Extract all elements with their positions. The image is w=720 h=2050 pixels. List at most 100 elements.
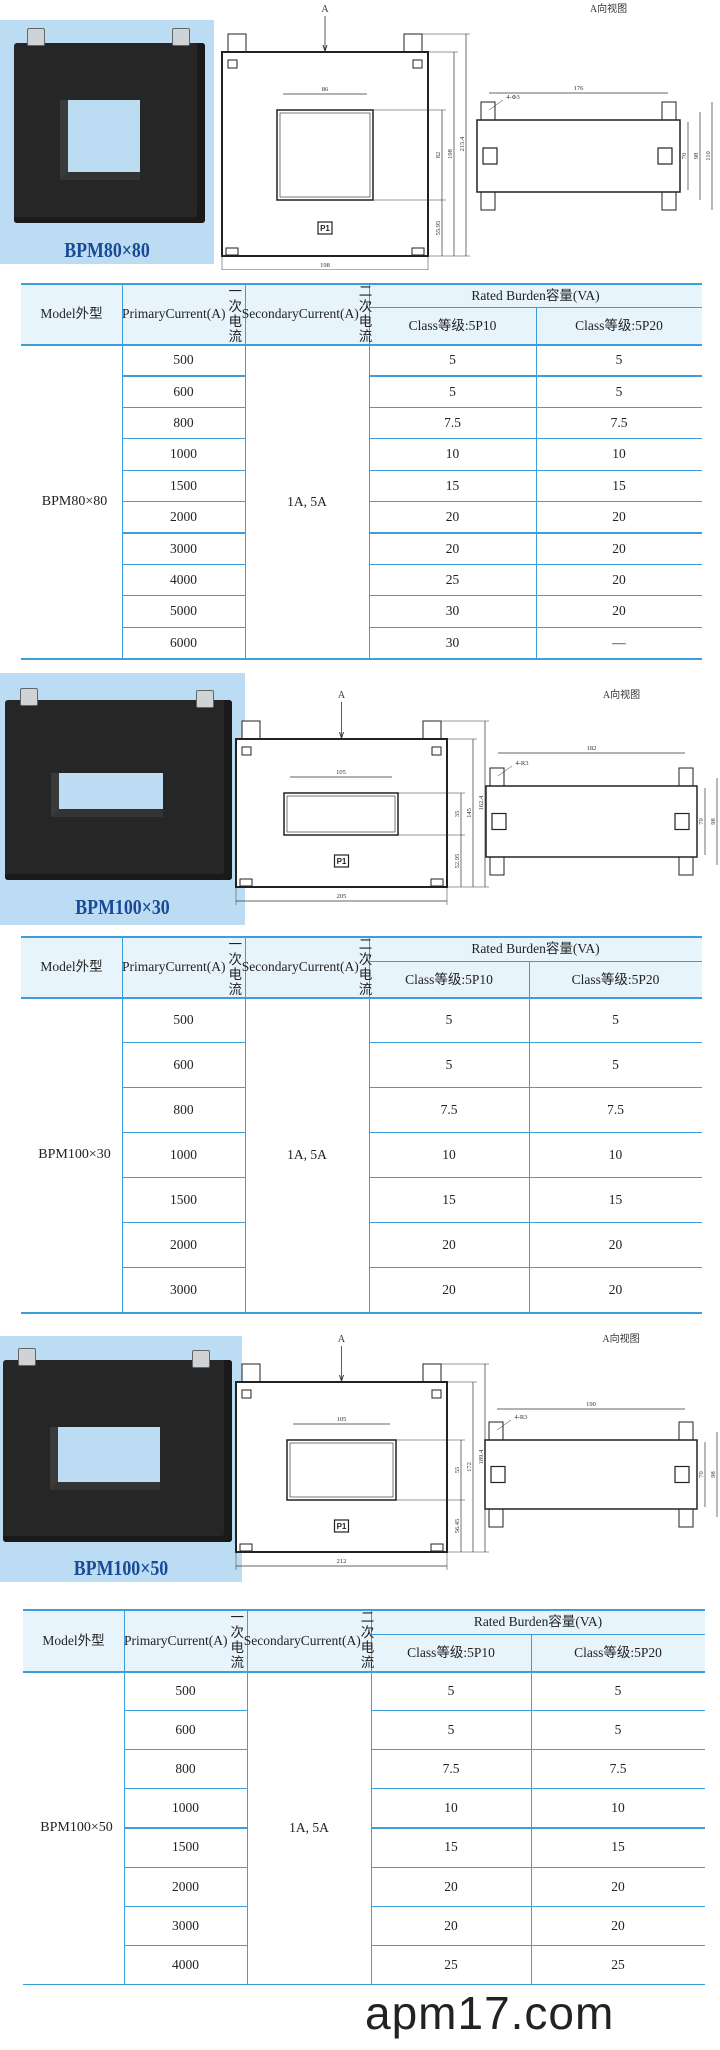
- table-divider: [371, 1827, 705, 1829]
- primary-current-cell: 4000: [172, 1956, 199, 1972]
- dimension-label: 35: [454, 811, 461, 818]
- table-divider: [124, 1749, 247, 1751]
- table-divider: [122, 595, 245, 597]
- table-divider: [245, 936, 247, 1312]
- burden-5p20-cell: 7.5: [607, 1102, 624, 1117]
- burden-5p20-cell: 25: [611, 1956, 625, 1972]
- table-divider: [122, 375, 245, 377]
- primary-current-cell: 600: [175, 1722, 196, 1738]
- dimension-label: 4-Φ3: [506, 94, 519, 101]
- table-divider: [122, 1267, 245, 1269]
- table-divider: [369, 1087, 702, 1089]
- table-divider: [369, 438, 702, 440]
- dimension-label: A向视图: [590, 2, 627, 15]
- header-label: 外型: [75, 306, 103, 321]
- primary-current-cell: 1000: [170, 446, 197, 462]
- burden-5p10-cell: 15: [442, 1192, 456, 1207]
- burden-5p10-cell: 10: [442, 1147, 456, 1162]
- table-divider: [21, 936, 702, 938]
- secondary-current-cell: 1A, 5A: [287, 1147, 327, 1162]
- burden-5p10-cell: 5: [449, 352, 456, 368]
- table-divider: [369, 961, 702, 963]
- burden-5p20-cell: 5: [614, 1722, 622, 1738]
- table-header: [21, 936, 702, 997]
- header-label: 等级:5P20: [600, 971, 660, 987]
- table-divider: [124, 1827, 247, 1829]
- dimension-label: A向视图: [602, 1332, 639, 1345]
- header-label: 等级:5P10: [436, 1645, 495, 1660]
- burden-5p20-cell: 5: [615, 383, 623, 399]
- burden-5p10-cell: 20: [442, 1282, 456, 1297]
- dimension-label: 198: [320, 262, 330, 269]
- header-label: Current(A): [298, 959, 359, 974]
- primary-current-cell: 2000: [172, 1878, 199, 1894]
- dimension-label: 82: [435, 152, 442, 159]
- burden-5p20-cell: 5: [612, 1012, 619, 1027]
- burden-5p10-cell: 10: [444, 1800, 458, 1816]
- terminal-icon: [196, 690, 214, 708]
- watermark: apm17.com: [365, 1987, 615, 2039]
- terminal-icon: [18, 1348, 36, 1366]
- dimension-label: 56.45: [454, 1519, 461, 1534]
- table-header: [23, 1609, 705, 1671]
- burden-5p10-cell: 25: [445, 571, 460, 587]
- header-label: 一次电流: [228, 283, 242, 344]
- header-rated-burden: Rated Burden容量(VA): [369, 936, 702, 961]
- table-divider: [369, 501, 702, 503]
- dimension-label: 55: [454, 1467, 461, 1474]
- burden-5p10-cell: 20: [442, 1237, 456, 1252]
- burden-5p20-cell: 5: [612, 1057, 619, 1072]
- dimension-label: 98: [710, 1471, 717, 1478]
- burden-5p10-cell: 30: [445, 603, 460, 619]
- burden-5p10-cell: 5: [449, 383, 456, 399]
- table-divider: [124, 1905, 247, 1907]
- dimension-label: 98: [710, 818, 717, 825]
- burden-5p20-cell: 5: [614, 1683, 622, 1699]
- primary-current-cell: 1500: [170, 1192, 197, 1207]
- primary-current-cell: 1000: [170, 1147, 197, 1162]
- burden-5p10-cell: 25: [444, 1956, 458, 1972]
- burden-5p10-cell: 7.5: [444, 414, 461, 430]
- primary-current-cell: 800: [173, 414, 194, 430]
- burden-5p20-cell: 20: [608, 1282, 623, 1297]
- table-divider: [124, 1944, 247, 1946]
- table-divider: [369, 595, 702, 597]
- table-divider: [21, 283, 702, 285]
- burden-5p20-cell: 20: [612, 509, 626, 525]
- header-rated-burden: Rated Burden容量(VA): [371, 1609, 705, 1634]
- header-label: Secondary: [241, 959, 299, 974]
- table-divider: [247, 1609, 249, 1984]
- table-divider: [371, 1634, 705, 1636]
- svg-text:P1: P1: [337, 857, 347, 866]
- burden-5p10-cell: 20: [444, 1917, 458, 1933]
- table-divider: [21, 1312, 702, 1314]
- dimension-label: A: [321, 4, 329, 15]
- header-label: Current(A): [300, 1632, 361, 1648]
- dimension-label: 55.95: [435, 221, 442, 236]
- table-divider: [124, 1710, 247, 1712]
- table-divider: [369, 1132, 702, 1134]
- burden-5p20-cell: 10: [608, 1147, 623, 1162]
- table-divider: [369, 469, 702, 471]
- table-divider: [122, 1132, 245, 1134]
- table-divider: [369, 936, 371, 1312]
- terminal-icon: [20, 688, 38, 706]
- burden-5p10-cell: 7.5: [440, 1102, 458, 1117]
- header-label: 等级:5P20: [603, 1645, 662, 1660]
- burden-5p10-cell: 15: [445, 477, 460, 493]
- table-divider: [122, 1222, 245, 1224]
- model-title: BPM100×50: [73, 1556, 169, 1580]
- table-divider: [371, 1944, 705, 1946]
- header-rated-burden: Rated Burden容量(VA): [369, 283, 702, 307]
- model-cell: BPM100×50: [40, 1819, 113, 1835]
- table-divider: [122, 1042, 245, 1044]
- svg-text:P1: P1: [320, 224, 330, 233]
- model-title: BPM80×80: [64, 238, 150, 262]
